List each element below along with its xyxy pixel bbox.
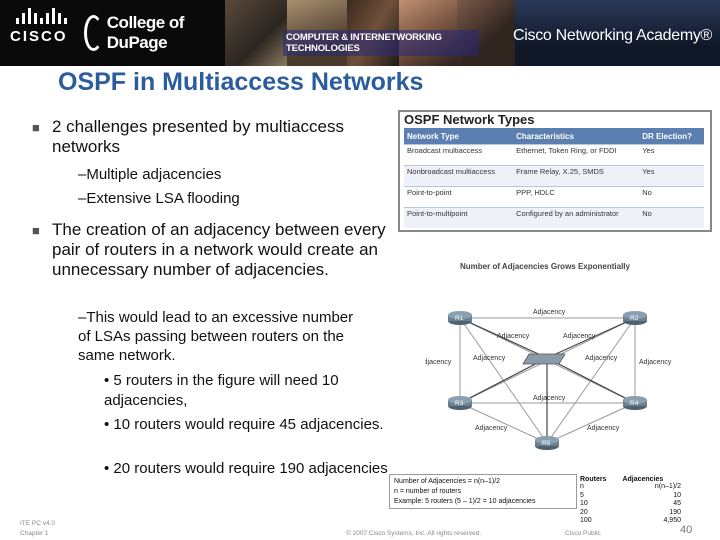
adjacency-label: Adjacency [475, 425, 508, 432]
academy-name: Cisco Networking Academy® [513, 27, 713, 44]
network-types-table: OSPF Network Types Network Type Characte… [398, 110, 712, 232]
network-types-title: OSPF Network Types [404, 112, 535, 127]
table-cell: Configured by an administrator [513, 207, 640, 228]
column-header: Routers [580, 476, 607, 483]
page-number: 40 [680, 524, 693, 536]
router-label: R5 [542, 440, 551, 447]
adjacency-label: Adjacency [563, 333, 596, 340]
table-row: 100 4,950 [578, 517, 683, 526]
table-cell: n(n–1)/2 [654, 483, 681, 490]
adjacency-count-table: Routers Adjacencies n n(n–1)/2 5 10 10 4… [578, 476, 683, 526]
point-item: • 20 routers would require 190 adjacenci… [104, 460, 388, 477]
table-cell: 190 [669, 508, 681, 516]
table-cell: Yes [639, 165, 704, 187]
table-cell: 5 [580, 491, 584, 499]
table-cell: PPP, HDLC [513, 186, 640, 208]
network-types-grid: Network Type Characteristics DR Election… [404, 128, 704, 228]
router-label: R3 [455, 400, 464, 407]
multiaccess-segment [459, 317, 636, 443]
table-cell: 100 [580, 517, 592, 525]
column-header: Network Type [404, 128, 514, 145]
adjacency-labels: Adjacency Adjacency Adjacency Adjacency … [425, 309, 672, 432]
square-bullet-icon: ■ [32, 120, 40, 135]
cisco-bars-icon [16, 8, 76, 24]
router-icon: R5 [535, 436, 559, 450]
cisco-logo: CISCO [10, 8, 76, 48]
table-row: 10 45 [578, 500, 683, 509]
table-cell: Point-to-point [404, 186, 514, 208]
sub-bullet: –Extensive LSA flooding [78, 190, 240, 207]
program-name: COMPUTER & INTERNETWORKING TECHNOLOGIES [283, 30, 479, 56]
table-cell: 20 [580, 508, 588, 516]
table-row: Nonbroadcast multiaccess Frame Relay, X.… [404, 165, 704, 187]
router-label: R1 [455, 315, 464, 322]
router-label: R4 [630, 400, 639, 407]
adjacency-formula-box: Number of Adjacencies = n(n–1)/2 n = num… [389, 474, 577, 509]
bullet-adjacency-creation: ■ The creation of an adjacency between e… [32, 220, 392, 280]
table-cell: 10 [580, 500, 588, 508]
college-emblem-icon [84, 15, 103, 51]
table-row: 5 10 [578, 492, 683, 501]
router-icon: R3 [448, 396, 472, 410]
table-cell: Ethernet, Token Ring, or FDDI [513, 144, 640, 166]
square-bullet-icon: ■ [32, 223, 40, 238]
table-cell: Point-to-multipoint [404, 207, 514, 228]
diagram-title: Number of Adjacencies Grows Exponentiall… [460, 262, 630, 271]
college-name: College of DuPage [106, 13, 185, 52]
bullet-text: 2 challenges presented by multiaccess ne… [52, 117, 344, 156]
table-cell: No [639, 186, 704, 208]
table-cell: Broadcast multiaccess [404, 144, 514, 166]
adjacency-label: Adjacency [533, 309, 566, 316]
table-row: n n(n–1)/2 [578, 483, 683, 492]
column-header: Adjacencies [622, 476, 664, 483]
table-cell: Yes [639, 144, 704, 166]
adjacency-label: Adjacency [425, 359, 452, 366]
table-cell: 10 [673, 491, 681, 499]
adjacency-diagram: R1 R2 R3 R4 R5 Adjacency Adjacency Adjac… [425, 309, 672, 450]
sub-bullet: –Multiple adjacencies [78, 166, 222, 183]
table-cell: n [580, 483, 584, 490]
table-cell: 45 [673, 500, 681, 508]
banner-photo [225, 0, 287, 66]
switch-icon [522, 353, 566, 365]
college-logo: College of DuPage [84, 8, 220, 58]
banner-photo [515, 0, 720, 66]
column-header: Characteristics [513, 128, 640, 145]
formula-line: n = number of routers [394, 488, 462, 495]
table-cell: No [639, 207, 704, 228]
cisco-wordmark: CISCO [10, 28, 68, 45]
router-icon: R1 [448, 311, 472, 325]
adjacency-label: Adjacency [639, 359, 672, 366]
bullet-challenges: ■ 2 challenges presented by multiaccess … [32, 117, 352, 157]
adjacency-label: Adjacency [533, 395, 566, 402]
router-label: R2 [630, 315, 639, 322]
footer-course: ITE PC v4.0 [20, 520, 56, 527]
formula-line: Number of Adjacencies = n(n–1)/2 [394, 478, 501, 485]
bullet-text: The creation of an adjacency between eve… [52, 220, 386, 279]
router-icon: R2 [623, 311, 647, 325]
table-cell: 4,950 [663, 517, 681, 525]
point-item: • 10 routers would require 45 adjacencie… [104, 416, 384, 433]
table-row: Point-to-multipoint Configured by an adm… [404, 207, 704, 228]
adjacency-label: Adjacency [585, 355, 618, 362]
point-item: • 5 routers in the figure will need 10 a… [104, 372, 339, 409]
table-row: Broadcast multiaccess Ethernet, Token Ri… [404, 144, 704, 166]
formula-line: Example: 5 routers (5 – 1)/2 = 10 adjace… [394, 498, 536, 505]
adjacency-label: Adjacency [587, 425, 620, 432]
slide-title: OSPF in Multiaccess Networks [58, 68, 424, 96]
footer-chapter: Chapter 1 [20, 530, 49, 537]
table-row: Point-to-point PPP, HDLC No [404, 186, 704, 208]
router-icon: R4 [623, 396, 647, 410]
sub-bullet: –This would lead to an excessive number … [78, 309, 354, 364]
adjacency-label: Adjacency [473, 355, 506, 362]
table-cell: Nonbroadcast multiaccess [404, 165, 514, 187]
header-banner: CISCO College of DuPage COMPUTER & INTER… [0, 0, 720, 66]
column-header: DR Election? [639, 128, 704, 145]
footer-classification: Cisco Public [565, 530, 601, 537]
footer-copyright: © 2007 Cisco Systems, Inc. All rights re… [346, 530, 482, 537]
adjacency-label: Adjacency [497, 333, 530, 340]
table-cell: Frame Relay, X.25, SMDS [513, 165, 640, 187]
table-row: 20 190 [578, 509, 683, 518]
